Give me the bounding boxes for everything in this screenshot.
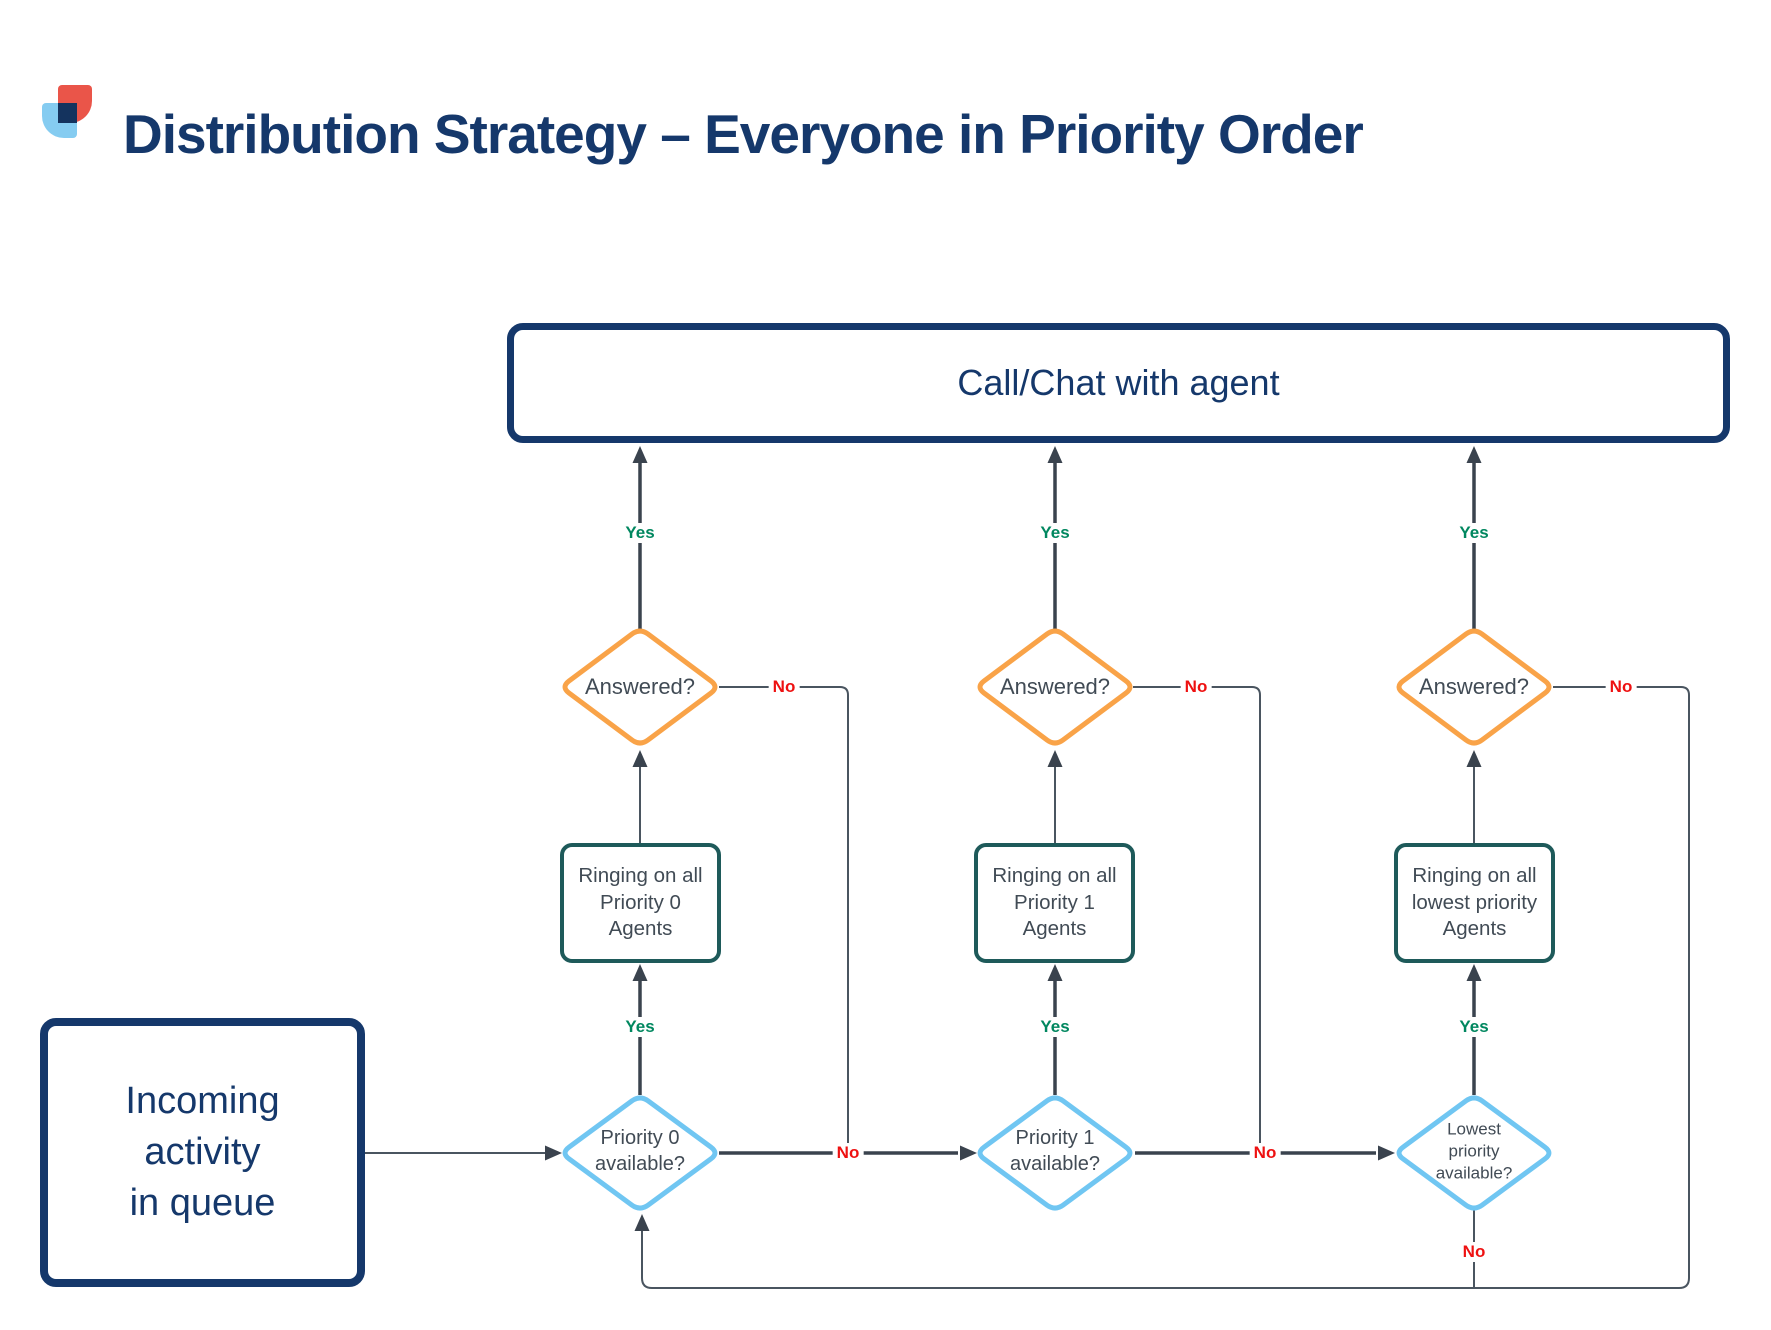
- arrowhead: [1466, 964, 1482, 981]
- edge-label-no: No: [768, 677, 800, 697]
- edge-label-yes: Yes: [1036, 523, 1074, 543]
- node-call-chat-with-agent: Call/Chat with agent: [507, 323, 1730, 443]
- answered1-label: Answered?: [584, 674, 696, 699]
- answered3-label: Answered?: [1418, 674, 1530, 699]
- edge-label-yes: Yes: [1455, 523, 1493, 543]
- available3-label: Lowest priority available?: [1435, 1119, 1513, 1182]
- edge-label-no: No: [1180, 677, 1212, 697]
- diamond-available-3: [1396, 1095, 1552, 1211]
- connector-answered3-no-feedback-loop: [641, 686, 1690, 1289]
- ringing3-label: Ringing on all lowest priority Agents: [1411, 864, 1538, 941]
- ringing1-label: Ringing on all Priority 0 Agents: [578, 864, 703, 941]
- available2-label: Priority 1 available?: [1009, 1127, 1101, 1175]
- diamond-available-1: [562, 1095, 718, 1211]
- edge-label-no: No: [1605, 677, 1637, 697]
- arrowhead: [1047, 964, 1063, 981]
- arrowhead: [1466, 750, 1482, 767]
- edge-label-yes: Yes: [621, 523, 659, 543]
- call-box-label: Call/Chat with agent: [957, 362, 1280, 403]
- arrowhead: [632, 964, 648, 981]
- node-ringing-priority0: Ringing on all Priority 0 Agents: [560, 843, 721, 963]
- edge-label-yes: Yes: [1455, 1017, 1493, 1037]
- connector-answered1-no-loop: [719, 686, 849, 1152]
- arrowhead: [1047, 750, 1063, 767]
- connector-answered2-no-loop: [1133, 686, 1261, 1152]
- arrowhead: [960, 1145, 977, 1161]
- diamond-answered-1: [562, 628, 718, 746]
- page-title: Distribution Strategy – Everyone in Prio…: [123, 103, 1364, 165]
- edge-label-no: No: [1458, 1242, 1490, 1262]
- edge-label-yes: Yes: [621, 1017, 659, 1037]
- answered2-label: Answered?: [999, 674, 1111, 699]
- edge-label-no: No: [1249, 1143, 1281, 1163]
- logo-navy-shape: [58, 103, 77, 123]
- incoming-box-label: Incoming activity in queue: [125, 1079, 280, 1225]
- arrowhead: [545, 1145, 562, 1161]
- arrowhead: [1378, 1145, 1395, 1161]
- node-ringing-lowest-priority: Ringing on all lowest priority Agents: [1394, 843, 1555, 963]
- diamond-answered-2: [977, 628, 1133, 746]
- arrowhead: [1047, 446, 1063, 463]
- edge-label-yes: Yes: [1036, 1017, 1074, 1037]
- node-ringing-priority1: Ringing on all Priority 1 Agents: [974, 843, 1135, 963]
- diamond-answered-3: [1396, 628, 1552, 746]
- diamond-available-2: [977, 1095, 1133, 1211]
- arrowhead: [634, 1214, 650, 1231]
- edge-label-no: No: [832, 1143, 864, 1163]
- ringing2-label: Ringing on all Priority 1 Agents: [992, 864, 1117, 941]
- available1-label: Priority 0 available?: [594, 1127, 686, 1175]
- arrowhead: [632, 446, 648, 463]
- node-incoming-activity: Incoming activity in queue: [40, 1018, 365, 1287]
- arrowhead: [632, 750, 648, 767]
- arrowhead: [1466, 446, 1482, 463]
